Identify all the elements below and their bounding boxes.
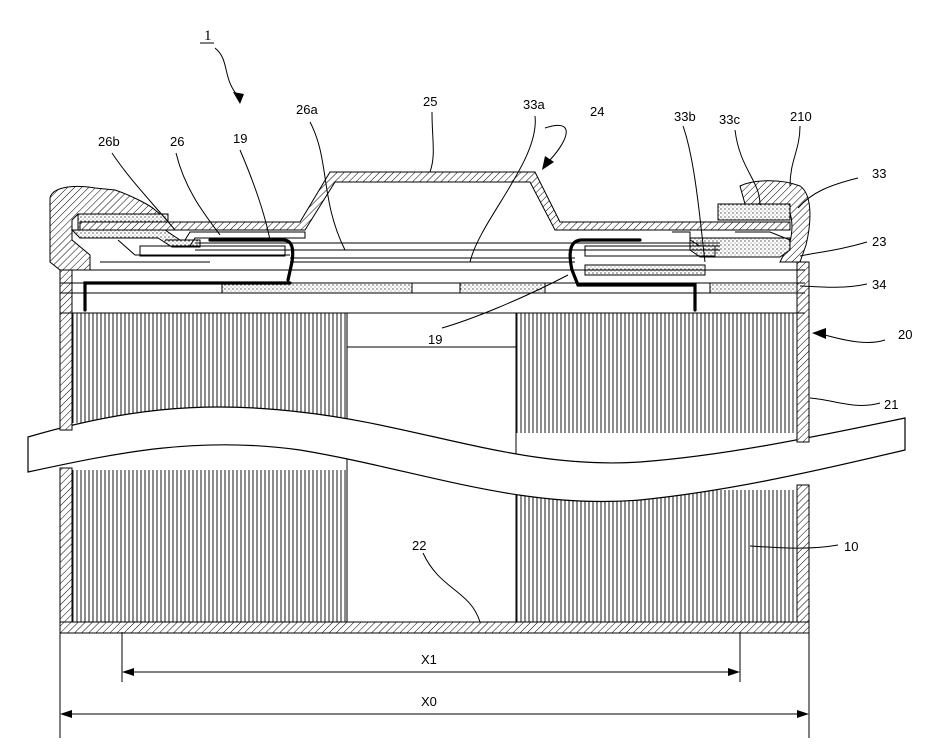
dimension-x0: [60, 633, 809, 738]
gasket-33: [72, 204, 797, 293]
label-23: 23: [872, 234, 886, 249]
label-26: 26: [170, 134, 184, 149]
label-19-top: 19: [233, 131, 247, 146]
label-33: 33: [872, 166, 886, 181]
label-26b: 26b: [98, 134, 120, 149]
cap-terminal-25: [80, 172, 790, 230]
label-19-mid: 19: [428, 332, 442, 347]
label-210: 210: [790, 109, 812, 124]
label-34: 34: [872, 277, 886, 292]
label-33b: 33b: [674, 109, 696, 124]
label-33c: 33c: [719, 112, 740, 127]
label-33a: 33a: [523, 97, 545, 112]
label-10: 10: [844, 539, 858, 554]
label-24: 24: [590, 104, 604, 119]
label-26a: 26a: [296, 102, 318, 117]
label-21: 21: [884, 397, 898, 412]
label-x0: X0: [421, 694, 437, 709]
label-25: 25: [423, 94, 437, 109]
label-x1: X1: [421, 652, 437, 667]
label-1: 1: [204, 28, 212, 44]
label-22: 22: [412, 538, 426, 553]
label-20: 20: [898, 327, 912, 342]
